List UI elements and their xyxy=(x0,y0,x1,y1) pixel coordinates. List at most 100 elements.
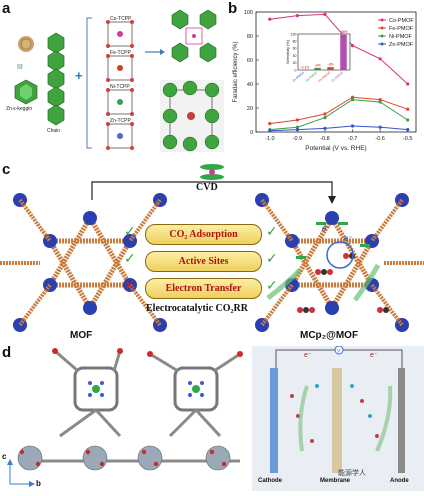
legend-label: Fe-PMOF xyxy=(389,26,414,32)
series-line xyxy=(270,126,408,131)
series-line xyxy=(270,97,408,123)
pmof-framework xyxy=(160,80,224,152)
tcpp-label-zn: Zn-TCPP xyxy=(110,118,131,124)
electrocatalytic-caption: Electrocatalytic CO₂RR xyxy=(146,303,248,314)
data-point xyxy=(323,112,326,115)
inset-y-tick-label: 40 xyxy=(293,54,297,58)
x-tick-label: -0.6 xyxy=(375,136,384,142)
cathode-label: Cathode xyxy=(258,478,282,484)
x-tick-label: -0.8 xyxy=(320,136,329,142)
data-point xyxy=(406,128,409,131)
data-point xyxy=(296,118,299,121)
panel-a-illustration: III + xyxy=(0,0,228,160)
data-point xyxy=(406,82,409,85)
check-icon: ✓ xyxy=(124,224,136,240)
data-point xyxy=(406,118,409,121)
data-point xyxy=(351,98,354,101)
inset-bar xyxy=(327,67,334,70)
series-line xyxy=(270,100,408,130)
faradaic-efficiency-chart: 0 20 40 60 80 100 -1.0 -0.9 -0.8 -0.7 -0.6 -0.5Pote… xyxy=(228,0,424,160)
inset-category-label: Fe-PMOF xyxy=(317,71,331,83)
data-point xyxy=(406,108,409,111)
panel-d: c b xyxy=(0,346,252,491)
data-point xyxy=(323,127,326,130)
legend-label: Ni-PMOF xyxy=(389,34,413,40)
inset-bar-label: ~0.3% xyxy=(300,65,309,69)
inset-bar-label: ~8% xyxy=(327,63,334,67)
mof-framework-right xyxy=(255,193,424,332)
y-tick-label: 40 xyxy=(247,82,253,88)
x-tick-label: -0.9 xyxy=(293,136,302,142)
legend-marker xyxy=(381,43,384,46)
data-point xyxy=(296,14,299,17)
porphyrin-right xyxy=(175,368,217,410)
y-tick-label: 60 xyxy=(247,58,253,64)
inset-category-label: Ni-PMOF xyxy=(305,71,318,83)
axis-b-label: b xyxy=(36,479,41,488)
inset-y-tick-label: 80 xyxy=(293,40,297,44)
active-sites-box: Active Sites xyxy=(145,251,262,272)
check-icon: ✓ xyxy=(266,251,278,267)
x-tick-label: -0.7 xyxy=(348,136,357,142)
metallocene-molecule xyxy=(200,164,224,180)
chain-stack xyxy=(48,33,64,125)
panel-a: III + xyxy=(0,0,228,160)
data-point xyxy=(379,126,382,129)
cvd-label: CVD xyxy=(196,182,218,193)
y-tick-label: 80 xyxy=(247,34,253,40)
data-point xyxy=(351,44,354,47)
data-point xyxy=(296,128,299,131)
inset-category-label: Co-PMOF xyxy=(330,71,344,84)
zn-keggin-label: Zn-ε-keggin xyxy=(6,106,32,112)
legend-marker xyxy=(381,19,384,22)
electron-transfer-box: Electron Transfer xyxy=(145,278,262,299)
legend-label: Zn-PMOF xyxy=(389,42,414,48)
electron-label: e⁻ xyxy=(322,224,331,233)
anode-label: Anode xyxy=(390,478,409,484)
check-icon: ✓ xyxy=(266,224,278,240)
y-tick-label: 0 xyxy=(250,130,253,136)
inset-y-tick-label: 60 xyxy=(293,47,297,51)
mof-label: MOF xyxy=(70,330,92,341)
data-point xyxy=(268,18,271,21)
x-axis-label: Potential (V vs. RHE) xyxy=(305,145,366,152)
inset-bar-label: ~6% xyxy=(314,63,321,67)
x-tick-label: -0.5 xyxy=(403,136,412,142)
data-point xyxy=(379,57,382,60)
mof-framework-left xyxy=(0,193,167,332)
inset-category-label: Zn-PMOF xyxy=(291,71,305,83)
legend-marker xyxy=(381,27,384,30)
tcpp-label-ni: Ni-TCPP xyxy=(110,84,130,90)
panel-e: V e⁻ e⁻ Cathode Membrane Anode 能源学人 xyxy=(252,346,424,491)
inset-y-tick-label: 0 xyxy=(295,68,297,72)
legend-label: Co-PMOF xyxy=(389,18,414,24)
tcpp-label-co: Co-TCPP xyxy=(110,16,131,22)
tcpp-label-fe: Fe-TCPP xyxy=(110,50,131,56)
y-axis-label: Faradaic efficiency (%) xyxy=(233,42,239,103)
cross-icon: ✕ xyxy=(124,278,136,294)
y-tick-label: 100 xyxy=(244,10,253,16)
inset-y-tick-label: 100 xyxy=(291,32,297,36)
inset-y-tick-label: 20 xyxy=(293,61,297,65)
mcp-mof-label: MCp₂@MOF xyxy=(300,330,358,341)
panel-c: CVD CO₂ Adsorption Active Sites Electron… xyxy=(0,160,424,346)
legend-marker xyxy=(381,35,384,38)
x-tick-label: -1.0 xyxy=(265,136,274,142)
zn-keggin-cluster xyxy=(15,80,37,104)
y-tick-label: 20 xyxy=(247,106,253,112)
data-point xyxy=(323,13,326,16)
co2-adsorption-box: CO₂ Adsorption xyxy=(145,224,262,245)
membrane-label: Membrane xyxy=(320,478,350,484)
watermark-text: 能源学人 xyxy=(338,468,366,478)
porphyrin-left xyxy=(75,368,117,410)
data-point xyxy=(323,116,326,119)
inset-y-axis-label: Selectivity (%) xyxy=(286,39,290,64)
data-point xyxy=(351,124,354,127)
inset-bar xyxy=(340,35,347,70)
svg-text:III: III xyxy=(17,64,23,71)
crystal-structure xyxy=(0,346,252,491)
axis-c-label: c xyxy=(2,452,6,461)
electron-label-e: e⁻ xyxy=(370,351,378,359)
svg-text:+: + xyxy=(75,68,83,83)
